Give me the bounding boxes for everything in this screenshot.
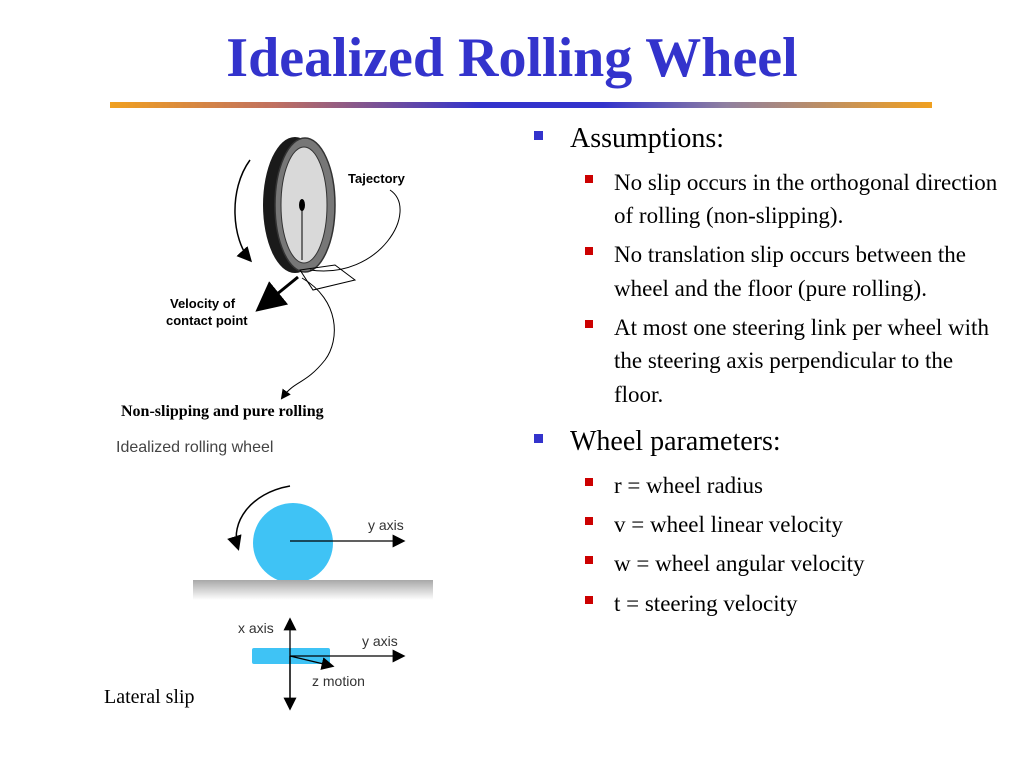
sub-bullet-text: t = steering velocity <box>614 590 798 616</box>
velocity-arrow <box>255 275 299 312</box>
sub-bullet-marker <box>585 595 593 604</box>
velocity-label-line1: Velocity of <box>170 296 236 311</box>
trajectory-down-arrow <box>280 277 335 400</box>
bullet-text: Wheel parameters: <box>570 426 781 457</box>
wheel-axle <box>299 199 305 211</box>
wheel-circle <box>253 503 333 583</box>
velocity-label-line2: contact point <box>166 313 248 328</box>
assumptions-sublist: No slip occurs in the orthogonal directi… <box>532 166 1002 411</box>
bullet-text: Assumptions: <box>570 123 725 154</box>
sub-bullet-marker <box>585 174 593 183</box>
rotation-arrow <box>234 159 253 263</box>
sub-bullet-text: At most one steering link per wheel with… <box>614 314 989 407</box>
y-axis-label-bottom: y axis <box>362 633 398 649</box>
sub-bullet: No slip occurs in the orthogonal directi… <box>532 166 1002 233</box>
floor <box>193 580 433 600</box>
title-divider <box>110 102 932 108</box>
caption-idealized: Idealized rolling wheel <box>116 439 273 456</box>
z-motion-arrow <box>289 655 335 670</box>
rotation-arrow <box>227 485 291 551</box>
sub-bullet-text: No slip occurs in the orthogonal directi… <box>614 169 998 228</box>
bullet-marker <box>534 434 543 443</box>
x-axis-label: x axis <box>238 620 274 636</box>
sub-bullet-marker <box>585 516 593 525</box>
sub-bullet-text: w = wheel angular velocity <box>614 551 865 577</box>
sub-bullet-text: v = wheel linear velocity <box>614 511 843 537</box>
bullet-assumptions: Assumptions: <box>532 122 1002 156</box>
y-axis-label-top: y axis <box>368 517 404 533</box>
sub-bullet-text: r = wheel radius <box>614 472 764 498</box>
sub-bullet: t = steering velocity <box>532 587 1002 620</box>
sub-bullet-marker <box>585 319 593 328</box>
parameters-sublist: r = wheel radius v = wheel linear veloci… <box>532 469 1002 620</box>
sub-bullet-text: No translation slip occurs between the w… <box>614 242 966 301</box>
z-motion-label: z motion <box>312 673 365 689</box>
sub-bullet: v = wheel linear velocity <box>532 508 1002 541</box>
bullet-list: Assumptions: No slip occurs in the ortho… <box>532 122 1002 634</box>
slide-title: Idealized Rolling Wheel <box>226 27 798 89</box>
sub-bullet: w = wheel angular velocity <box>532 547 1002 580</box>
sub-bullet-marker <box>585 477 593 486</box>
lateral-slip-figure: y axis x axis y axis z motion Lateral sl… <box>104 485 433 711</box>
sub-bullet: No translation slip occurs between the w… <box>532 238 1002 305</box>
sub-bullet: At most one steering link per wheel with… <box>532 311 1002 411</box>
caption-lateral-slip: Lateral slip <box>104 686 195 708</box>
caption-non-slipping: Non-slipping and pure rolling <box>121 403 324 420</box>
trajectory-label: Tajectory <box>348 171 406 186</box>
bullet-wheel-parameters: Wheel parameters: <box>532 425 1002 459</box>
rolling-wheel-figure: Tajectory Velocity of contact point Non-… <box>116 137 406 456</box>
bullet-marker <box>534 131 543 140</box>
trajectory-curve <box>309 189 401 272</box>
sub-bullet: r = wheel radius <box>532 469 1002 502</box>
sub-bullet-marker <box>585 556 593 565</box>
sub-bullet-marker <box>585 247 593 256</box>
